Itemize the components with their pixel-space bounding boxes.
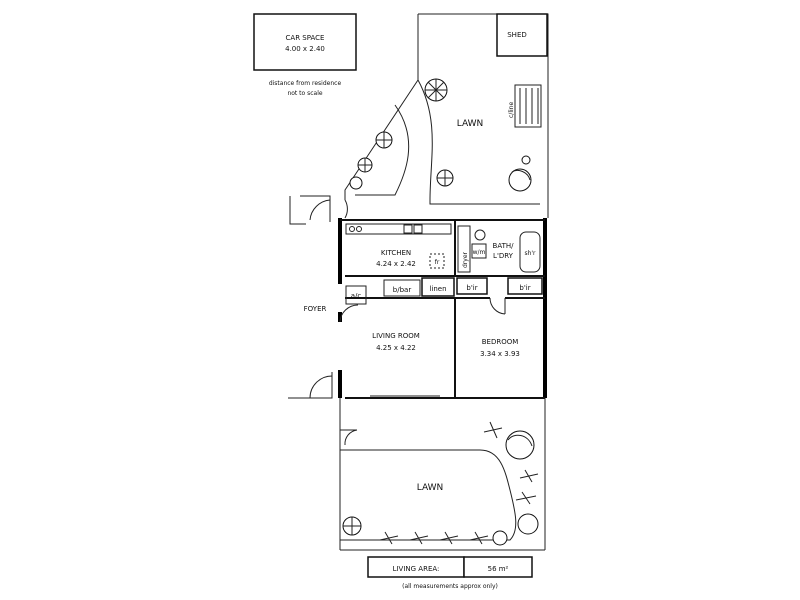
- trees-top: [349, 78, 532, 192]
- clothes-line-label: c/line: [508, 102, 515, 118]
- bath-label: BATH/: [493, 242, 515, 250]
- living-area-summary: LIVING AREA: 56 m² (all measurements app…: [367, 556, 533, 590]
- rear-yard: [344, 13, 549, 218]
- linen-cupboard: linen: [421, 277, 455, 297]
- shed-label: SHED: [507, 31, 527, 39]
- living-room-label: LIVING ROOM: [372, 332, 420, 340]
- car-space-note-line1: distance from residence: [269, 80, 342, 87]
- car-space-note-line2: not to scale: [287, 90, 322, 97]
- bir-right-label: b'ir: [519, 284, 530, 292]
- shed: SHED: [496, 13, 548, 57]
- car-space-dims: 4.00 x 2.40: [285, 45, 325, 53]
- measurement-note: (all measurements approx only): [402, 583, 498, 590]
- ac-unit: a/c: [345, 285, 367, 305]
- bedroom-dims: 3.34 x 3.93: [480, 350, 520, 358]
- kitchen-label: KITCHEN: [381, 249, 411, 257]
- fridge-label: fr: [435, 259, 440, 266]
- bir-left-label: b'ir: [466, 284, 477, 292]
- trees-bottom: [342, 421, 539, 546]
- bir-right: b'ir: [507, 277, 543, 295]
- bbar-label: b/bar: [393, 286, 412, 294]
- bbar-cupboard: b/bar: [383, 279, 421, 297]
- entry-gate: [289, 195, 348, 225]
- dryer-label: dryer: [462, 251, 469, 268]
- front-door: [288, 372, 333, 399]
- living-area-label: LIVING AREA:: [393, 565, 440, 573]
- ac-label: a/c: [351, 292, 362, 300]
- foyer-label: FOYER: [304, 305, 327, 313]
- bir-left: b'ir: [456, 277, 488, 295]
- front-yard: [339, 398, 546, 551]
- linen-label: linen: [429, 285, 446, 293]
- car-space: CAR SPACE 4.00 x 2.40: [253, 13, 357, 71]
- kitchen: KITCHEN 4.24 x 2.42 fr: [345, 223, 452, 269]
- bedroom-label: BEDROOM: [482, 338, 519, 346]
- kitchen-dims: 4.24 x 2.42: [376, 260, 416, 268]
- living-room-dims: 4.25 x 4.22: [376, 344, 416, 352]
- bath-laundry: dryer w/m BATH/ L'DRY sh'r: [457, 225, 541, 273]
- house-walls: [338, 218, 547, 399]
- wm-label: w/m: [473, 249, 486, 256]
- living-area-value: 56 m²: [488, 565, 509, 573]
- lawn-bottom-label: LAWN: [417, 483, 444, 493]
- bath-label-2: L'DRY: [493, 252, 514, 260]
- doors: [339, 297, 506, 323]
- car-space-title: CAR SPACE: [286, 34, 325, 42]
- shower-label: sh'r: [524, 250, 536, 257]
- clothes-line: c/line: [508, 84, 542, 128]
- lawn-top-label: LAWN: [457, 119, 484, 129]
